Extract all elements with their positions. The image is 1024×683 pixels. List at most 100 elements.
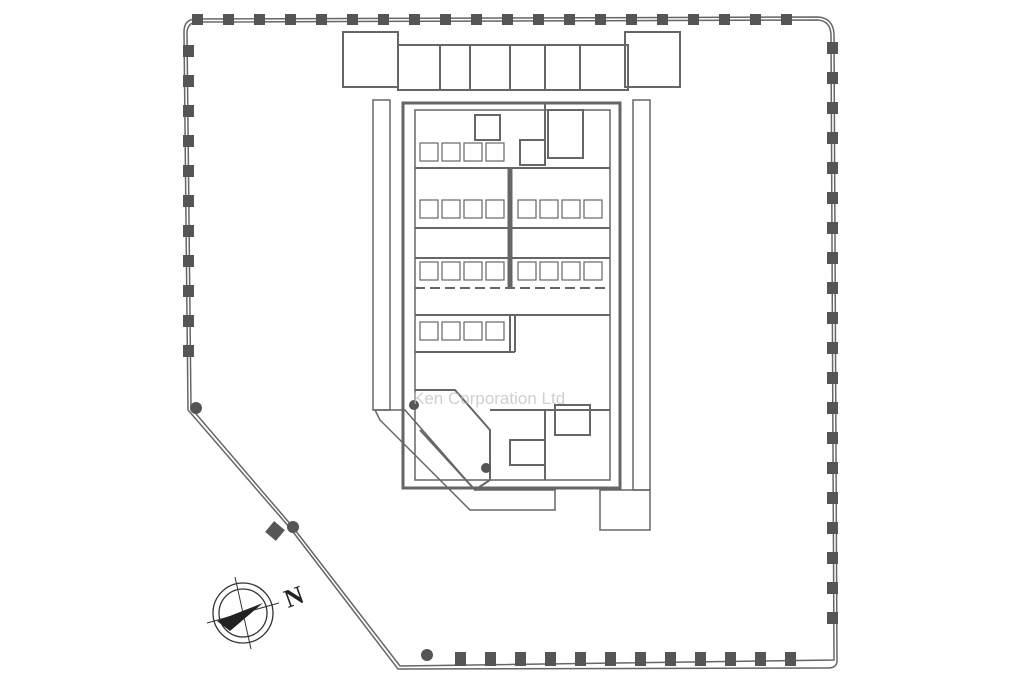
workstation [441,321,461,341]
workstation [485,261,505,281]
room [342,31,399,88]
column [827,432,838,444]
column [254,14,265,25]
column [440,14,451,25]
column [183,165,194,177]
column [827,252,838,264]
column [471,14,482,25]
column [485,652,496,666]
column [564,14,575,25]
stairs [547,109,584,159]
workstation [539,199,559,219]
workstation [419,261,439,281]
column [183,195,194,207]
compass-inner-ring [218,588,268,638]
column [223,14,234,25]
workstation [463,142,483,162]
column [183,45,194,57]
column [575,652,586,666]
core-wall [401,101,622,490]
elevator [509,439,546,466]
column [183,255,194,267]
column [626,14,637,25]
workstation [561,261,581,281]
column [827,162,838,174]
building-core [342,31,681,531]
column [192,14,203,25]
column [827,462,838,474]
column [409,14,420,25]
column [827,342,838,354]
column [827,72,838,84]
column [750,14,761,25]
column [827,552,838,564]
stairs [554,404,591,436]
workstation [463,261,483,281]
watermark: Ken Corporation Ltd [413,389,565,408]
workstation [539,261,559,281]
workstation [583,261,603,281]
column [827,492,838,504]
workstation [441,199,461,219]
workstation [561,199,581,219]
column [827,192,838,204]
structural-columns [183,14,838,666]
workstation [419,142,439,162]
column-round [409,400,419,410]
room [624,31,681,88]
workstation [441,261,461,281]
column [827,522,838,534]
compass-needle-icon [217,603,263,631]
column [827,132,838,144]
column [827,222,838,234]
column [455,652,466,666]
column [183,285,194,297]
column [827,282,838,294]
column [781,14,792,25]
column-round [421,649,433,661]
column [827,372,838,384]
elevator [519,139,546,166]
column [533,14,544,25]
column [827,402,838,414]
column [605,652,616,666]
workstation [441,142,461,162]
column [688,14,699,25]
workstation [485,199,505,219]
column [183,225,194,237]
column [695,652,706,666]
north-label: N [280,580,308,614]
workstation [419,199,439,219]
column [183,345,194,357]
column [665,652,676,666]
column [725,652,736,666]
column [827,582,838,594]
column [545,652,556,666]
workstation [485,142,505,162]
workstation [583,199,603,219]
column [595,14,606,25]
column [502,14,513,25]
room [397,44,629,91]
column [515,652,526,666]
column-round [287,521,299,533]
column-round [481,463,491,473]
column [827,42,838,54]
workstation [517,199,537,219]
column [378,14,389,25]
column [183,75,194,87]
compass-outer-ring [212,582,274,644]
elevator [474,114,501,141]
workstation [419,321,439,341]
workstation [485,321,505,341]
site-boundary [183,16,838,670]
column [635,652,646,666]
column [316,14,327,25]
column [785,652,796,666]
column [183,105,194,117]
cubicles [419,142,603,341]
column [827,102,838,114]
workstation [463,199,483,219]
column [827,312,838,324]
